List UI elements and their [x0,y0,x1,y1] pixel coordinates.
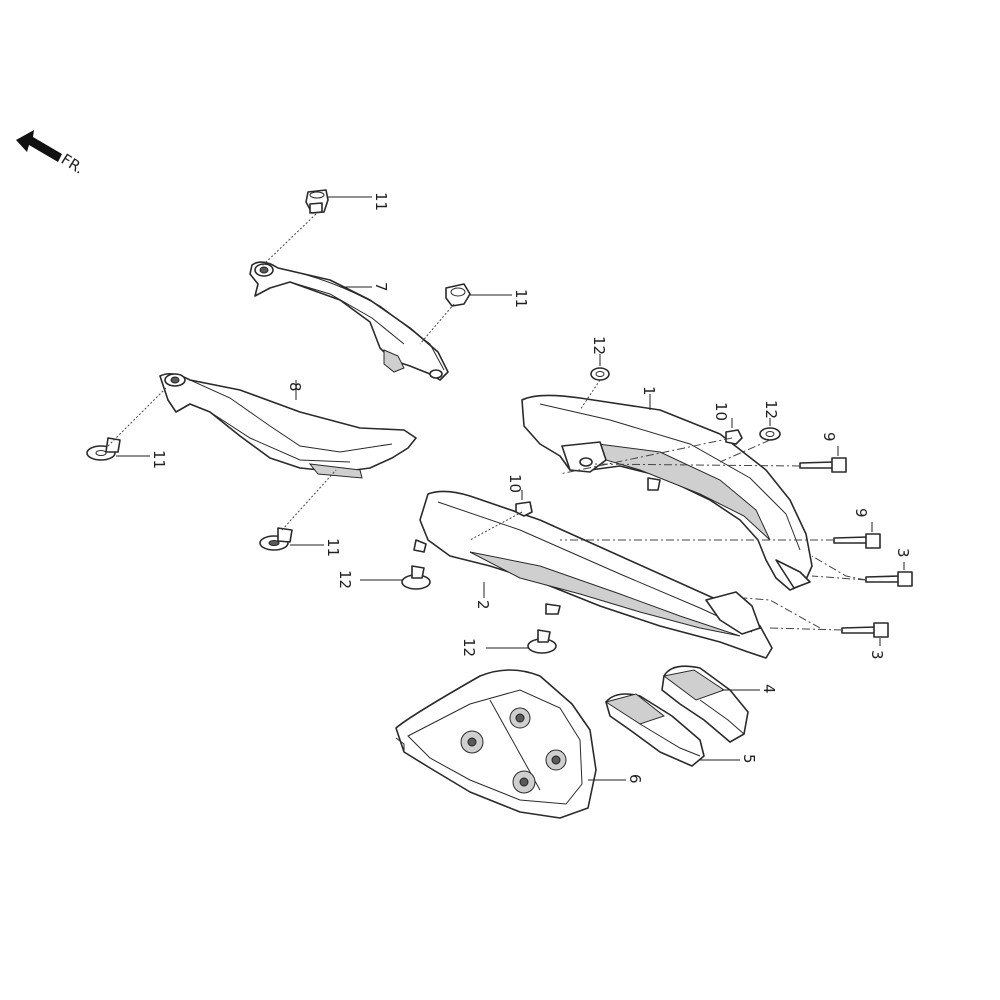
part-12-grommet-c [401,565,431,590]
part-3-bolt-a [865,571,913,587]
callout-11-top: 11 [328,192,390,211]
part-12-grommet-a [590,367,610,381]
callout-10-a: 10 [712,402,733,428]
svg-text:3: 3 [868,650,886,660]
svg-text:9: 9 [820,432,838,442]
callout-11-lower: 11 [290,538,342,557]
callout-4: 4 [722,684,778,694]
svg-text:12: 12 [460,638,478,657]
callout-3-a: 3 [894,548,912,570]
part-11-bolt-second [445,283,471,307]
part-3-bolt-b [841,622,889,638]
callout-1: 1 [640,386,658,410]
svg-text:11: 11 [372,192,390,211]
callout-12-a: 12 [590,336,608,366]
callout-5: 5 [700,754,758,764]
part-2-panel [413,490,773,659]
svg-text:12: 12 [762,400,780,419]
callout-11-left: 11 [116,450,168,469]
svg-text:11: 11 [512,289,530,308]
part-11-bolt-left [86,437,121,461]
svg-text:2: 2 [474,600,492,610]
callout-6: 6 [588,774,644,784]
svg-text:3: 3 [894,548,912,558]
arrow-icon [16,130,62,162]
callout-12-c: 12 [336,570,402,589]
callout-7: 7 [340,282,390,292]
part-8-bracket [159,372,417,479]
part-10-nut-a [725,429,743,445]
callout-2: 2 [474,582,492,610]
svg-text:8: 8 [286,382,304,392]
callout-8: 8 [286,380,304,400]
assembly-guide-lines [107,213,867,631]
callout-9-b: 9 [852,508,873,532]
part-11-bolt-top [305,189,329,214]
part-7-bracket [249,261,449,381]
svg-text:4: 4 [760,684,778,694]
callout-12-d: 12 [460,638,528,657]
part-11-bolt-lower [259,527,293,551]
callout-3-b: 3 [868,638,886,660]
part-9-bolt-b [833,533,881,549]
callout-9-a: 9 [820,432,839,456]
front-direction-indicator: FR. [16,130,87,178]
svg-text:1: 1 [640,386,658,396]
callout-12-b: 12 [762,400,780,426]
svg-text:11: 11 [150,450,168,469]
svg-text:12: 12 [590,336,608,355]
svg-text:7: 7 [372,282,390,292]
part-1-panel [521,394,813,591]
svg-text:11: 11 [324,538,342,557]
part-12-grommet-b [759,427,781,441]
svg-text:10: 10 [712,402,730,421]
part-12-grommet-d [527,629,557,654]
svg-text:5: 5 [740,754,758,764]
part-9-bolt-a [799,457,847,473]
part-4-lens [661,665,749,743]
part-5-lens [604,693,705,767]
front-label: FR. [58,150,87,178]
svg-text:6: 6 [626,774,644,784]
callout-11-second: 11 [470,289,530,308]
svg-text:12: 12 [336,570,354,589]
part-6-tail-light [395,669,597,819]
callout-10-b: 10 [506,474,524,500]
part-10-nut-b [515,501,533,517]
svg-text:9: 9 [852,508,870,518]
svg-text:10: 10 [506,474,524,493]
